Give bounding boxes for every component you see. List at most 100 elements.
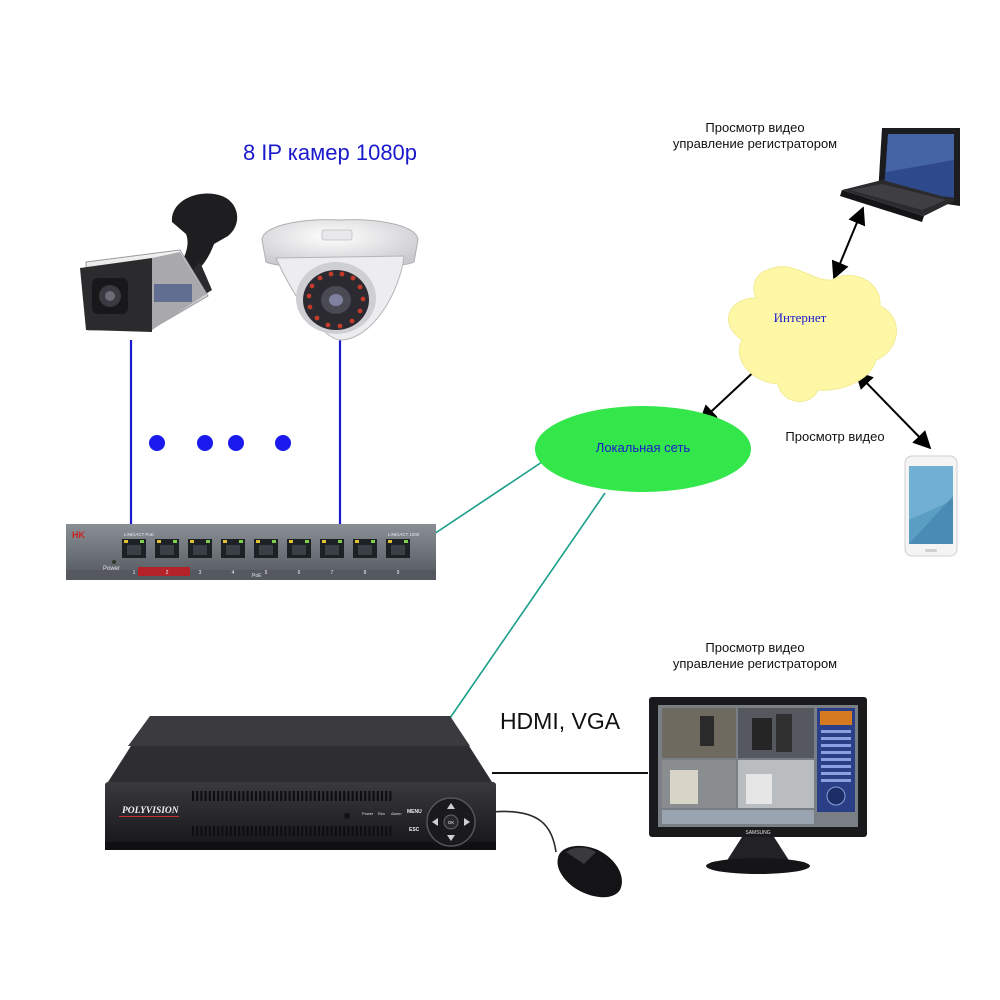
vent-slit xyxy=(297,791,299,801)
vent-slit xyxy=(305,791,308,801)
vent-slit xyxy=(192,826,194,836)
monitor-caption-line1: Просмотр видео xyxy=(705,640,805,655)
dvr-menu-label: MENU xyxy=(407,809,422,815)
poe-switch: HK Power LINK/ACT PoE LINK/ACT 1000 PoE … xyxy=(66,524,436,580)
vent-slit xyxy=(360,826,362,836)
switch-port-jack xyxy=(259,545,273,555)
vent-slit xyxy=(225,791,228,801)
switch-port-jack xyxy=(127,545,141,555)
vent-slit xyxy=(292,826,295,836)
monitor-caption-line2: управление регистратором xyxy=(672,655,838,671)
switch-port-jack xyxy=(325,545,339,555)
vent-slit xyxy=(288,826,291,836)
vent-slit xyxy=(368,826,371,836)
dvr-recorder: POLYVISION Power Rec Alarm MENU ESC OK xyxy=(105,716,496,850)
vent-slit xyxy=(339,826,341,836)
dvr-left-arrow-icon xyxy=(432,818,438,826)
vent-slit xyxy=(326,826,329,836)
vent-slit xyxy=(309,791,312,801)
lan-dvr-link xyxy=(449,492,606,719)
vent-slit xyxy=(242,826,245,836)
vent-slit xyxy=(364,791,367,801)
vent-slit xyxy=(242,791,245,801)
dvr-ok-button xyxy=(443,814,459,830)
dvr-up-arrow-icon xyxy=(447,803,455,809)
vent-slit xyxy=(330,791,333,801)
dvr-ok-label: OK xyxy=(448,820,455,825)
switch-port-led xyxy=(190,540,194,543)
vent-slit xyxy=(372,826,375,836)
vent-slit xyxy=(355,791,358,801)
vent-slit xyxy=(381,791,383,801)
vent-slit xyxy=(250,791,253,801)
switch-power-led xyxy=(112,560,116,564)
vent-slit xyxy=(280,791,283,801)
vent-slit xyxy=(381,826,383,836)
vent-slit xyxy=(284,826,287,836)
dvr-right-arrow-icon xyxy=(464,818,470,826)
dvr-ir-sensor xyxy=(344,813,350,819)
switch-port-led xyxy=(289,540,293,543)
vent-slit xyxy=(250,826,253,836)
vent-slit xyxy=(339,791,341,801)
dome-camera-icon xyxy=(261,219,419,341)
vent-slit xyxy=(196,791,199,801)
dvr-led-power: Power xyxy=(362,811,374,816)
vent-slit xyxy=(213,826,215,836)
vent-slit xyxy=(204,791,207,801)
hdmi-vga-label: HDMI, VGA xyxy=(499,708,621,734)
laptop-internet-arrow xyxy=(831,206,866,280)
vent-slit xyxy=(322,826,325,836)
vent-slit xyxy=(389,791,392,801)
switch-port-led xyxy=(157,540,161,543)
monitor-icon: SAMSUNG xyxy=(649,697,867,874)
switch-port-number: 7 xyxy=(331,570,334,576)
monitor-brand: SAMSUNG xyxy=(745,830,770,836)
switch-port-led xyxy=(206,540,210,543)
vent-slit xyxy=(347,826,350,836)
vent-slit xyxy=(208,791,211,801)
dvr-esc-label: ESC xyxy=(409,827,420,833)
vent-slit xyxy=(301,826,304,836)
vent-slit xyxy=(297,826,299,836)
vent-slit xyxy=(267,791,270,801)
switch-port-led xyxy=(124,540,128,543)
dot xyxy=(149,435,165,451)
vent-slit xyxy=(284,791,287,801)
vent-slit xyxy=(213,791,215,801)
vent-slit xyxy=(246,826,249,836)
vent-slit xyxy=(334,791,337,801)
vent-slit xyxy=(267,826,270,836)
switch-port-led xyxy=(355,540,359,543)
vent-slit xyxy=(276,826,278,836)
monitor-view-1 xyxy=(662,708,736,758)
vent-slit xyxy=(238,791,241,801)
vent-slit xyxy=(309,826,312,836)
vent-slit xyxy=(263,791,266,801)
vent-slit xyxy=(351,826,354,836)
switch-port-number: 1 xyxy=(133,570,136,576)
more-cameras-dots xyxy=(149,435,291,451)
vent-slit xyxy=(229,791,232,801)
dot xyxy=(228,435,244,451)
monitor-caption: Просмотр видео управление регистратором xyxy=(645,640,865,671)
switch-port-jack xyxy=(160,545,174,555)
switch-port-number: 5 xyxy=(265,570,268,576)
switch-port-jack xyxy=(391,545,405,555)
vent-slit xyxy=(255,826,257,836)
vent-slit xyxy=(313,791,316,801)
vent-slit xyxy=(280,826,283,836)
switch-port-led xyxy=(223,540,227,543)
laptop-caption-line2: управление регистратором xyxy=(672,135,838,151)
switch-port-number: 9 xyxy=(397,570,400,576)
vent-slit xyxy=(221,826,224,836)
vent-slit xyxy=(234,826,236,836)
switch-port-led xyxy=(322,540,326,543)
internet-phone-arrow xyxy=(854,370,932,450)
switch-port-led xyxy=(305,540,309,543)
dvr-led-rec: Rec xyxy=(378,811,385,816)
vent-slit xyxy=(259,826,262,836)
switch-port-led xyxy=(239,540,243,543)
